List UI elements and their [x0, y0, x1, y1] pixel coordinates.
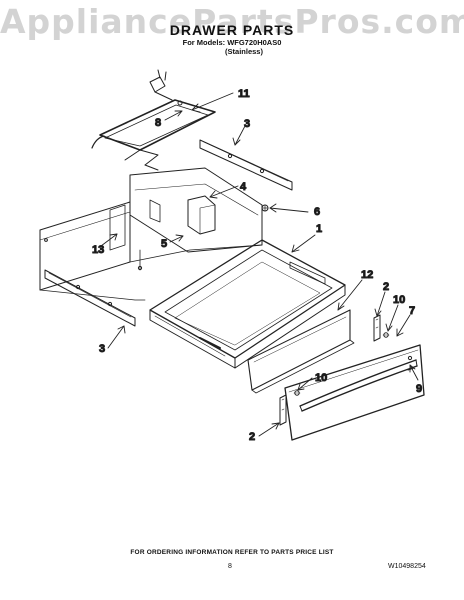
- callout-4: 4: [240, 181, 247, 193]
- leader-lines: [100, 92, 419, 437]
- part-drawer-housing: [39, 201, 263, 301]
- callout-3-upper: 3: [244, 118, 250, 130]
- part-heater-element: [91, 69, 216, 171]
- callout-7: 7: [409, 305, 415, 317]
- part-rail-lower: [44, 269, 136, 327]
- callout-2-left: 2: [249, 431, 255, 443]
- callout-6: 6: [314, 206, 320, 218]
- callout-1: 1: [316, 223, 322, 235]
- variant-line: (Stainless): [225, 47, 263, 56]
- callout-11: 11: [238, 88, 250, 100]
- model-line: For Models: WFG720H0AS0: [182, 38, 282, 47]
- part-bracket-right: [373, 314, 390, 342]
- part-rail-upper: [199, 139, 293, 191]
- callout-10-left: 10: [315, 372, 327, 384]
- callout-12: 12: [361, 269, 373, 281]
- callout-10-right: 10: [393, 294, 405, 306]
- watermark: AppliancePartsPros.com: [0, 2, 464, 41]
- part-screw: [261, 204, 269, 212]
- callout-3-lower: 3: [99, 343, 105, 355]
- callout-9: 9: [416, 383, 422, 395]
- part-drawer-body: [149, 239, 346, 369]
- callout-8: 8: [155, 117, 161, 129]
- part-outer-front: [284, 344, 425, 441]
- document-number: W10498254: [388, 563, 426, 570]
- part-front-panel: [247, 309, 355, 394]
- part-bracket-left: [279, 390, 301, 426]
- callout-5: 5: [161, 238, 167, 250]
- page-number: 8: [228, 563, 232, 570]
- callout-13: 13: [92, 244, 104, 256]
- page-title: DRAWER PARTS: [169, 22, 295, 38]
- ordering-note: FOR ORDERING INFORMATION REFER TO PARTS …: [130, 549, 334, 556]
- callout-2-right: 2: [383, 281, 389, 293]
